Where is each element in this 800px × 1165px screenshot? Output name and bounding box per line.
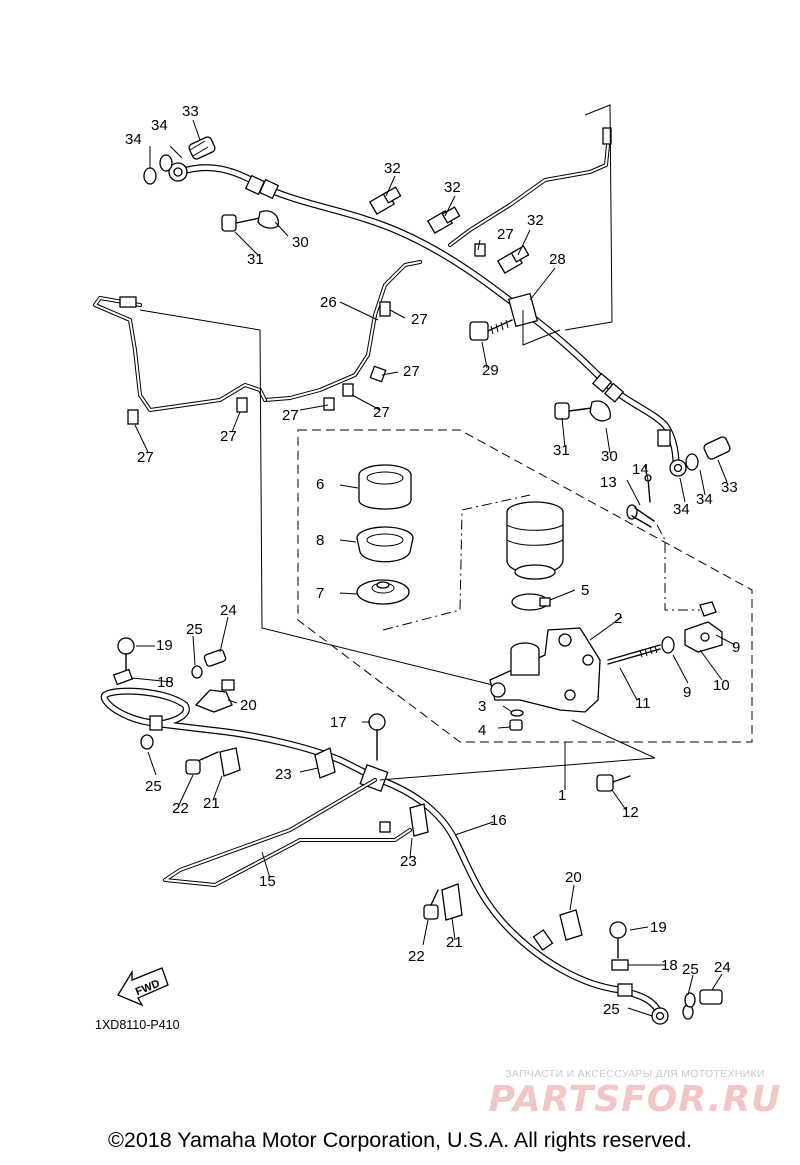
leader-lines	[131, 119, 736, 1017]
push-rod	[607, 601, 723, 665]
bolt-12	[596, 774, 631, 792]
callout-34a: 34	[125, 131, 142, 148]
bleeder-screw	[509, 709, 524, 731]
callout-34c: 34	[673, 501, 690, 518]
callout-11: 11	[635, 695, 651, 712]
callout-3: 3	[478, 698, 486, 715]
lower-brake-hose-right	[371, 774, 694, 1025]
callout-13: 13	[600, 474, 617, 491]
copyright-footer: ©2018 Yamaha Motor Corporation, U.S.A. A…	[108, 1128, 692, 1152]
callout-25d: 25	[603, 1001, 620, 1018]
assembly-outline	[297, 429, 753, 743]
banjo-bolt-lower-right	[554, 400, 731, 471]
hose-clamp	[511, 593, 551, 611]
upper-brake-line	[168, 162, 687, 477]
callout-33b: 33	[721, 479, 738, 496]
callout-22a: 22	[172, 800, 189, 817]
fwd-arrow-icon	[117, 967, 169, 1007]
callout-2: 2	[614, 610, 622, 627]
diaphragm-plate	[356, 579, 410, 605]
callout-25b: 25	[145, 778, 162, 795]
callout-16: 16	[490, 812, 507, 829]
drawing-code: 1XD8110-P410	[95, 1018, 180, 1032]
clevis-pin	[626, 474, 655, 528]
callout-12: 12	[622, 804, 639, 821]
callout-17: 17	[330, 714, 347, 731]
lower-fasteners	[112, 637, 723, 1008]
callout-8: 8	[316, 532, 324, 549]
callout-31a: 31	[247, 251, 264, 268]
callout-34d: 34	[696, 491, 713, 508]
callout-19b: 19	[650, 919, 667, 936]
callout-33a: 33	[182, 103, 199, 120]
callout-26: 26	[320, 294, 337, 311]
callout-25c: 25	[682, 961, 699, 978]
callout-14: 14	[632, 461, 649, 478]
callout-6: 6	[316, 476, 324, 493]
callout-7: 7	[316, 585, 324, 602]
exploded-link-lines	[382, 494, 700, 631]
callout-27e: 27	[282, 407, 299, 424]
callout-23b: 23	[400, 853, 417, 870]
callout-1: 1	[558, 787, 566, 804]
callout-32a: 32	[384, 160, 401, 177]
callout-27b: 27	[411, 311, 428, 328]
callout-28: 28	[549, 251, 566, 268]
callout-5: 5	[581, 582, 589, 599]
lower-brake-hose-left	[100, 687, 379, 782]
callout-21a: 21	[203, 795, 220, 812]
reservoir-body	[506, 501, 564, 580]
callout-31b: 31	[553, 442, 570, 459]
watermark: ЗАПЧАСТИ И АКСЕССУАРЫ ДЛЯ МОТОТЕХНИКИ PA…	[470, 1068, 800, 1120]
callout-27f: 27	[220, 428, 237, 445]
callout-29: 29	[482, 362, 499, 379]
callout-24b: 24	[714, 959, 731, 976]
callout-15: 15	[259, 873, 276, 890]
callout-4: 4	[478, 722, 486, 739]
master-cylinder	[489, 627, 601, 713]
clip-group	[127, 186, 530, 425]
callout-34b: 34	[151, 117, 168, 134]
callout-32b: 32	[444, 179, 461, 196]
callout-27c: 27	[403, 363, 420, 380]
callout-18a: 18	[157, 674, 174, 691]
callout-18b: 18	[661, 957, 678, 974]
callout-30b: 30	[601, 448, 618, 465]
callout-9a: 9	[683, 684, 691, 701]
reservoir-cap	[358, 464, 412, 510]
callout-30a: 30	[292, 234, 309, 251]
metal-pipe-left	[93, 296, 506, 689]
callout-10: 10	[713, 677, 730, 694]
callout-19a: 19	[156, 637, 173, 654]
callout-27g: 27	[137, 449, 154, 466]
callout-20b: 20	[565, 869, 582, 886]
reservoir-diaphragm	[356, 526, 414, 563]
callout-25a: 25	[186, 621, 203, 638]
brake-joint	[507, 292, 561, 346]
callout-22b: 22	[408, 948, 425, 965]
banjo-bolt-upper-left	[143, 136, 279, 232]
callout-labels: 1 2 3 4 5 6 7 8 9 9 10 11 12 13 14 15 16…	[95, 103, 740, 1032]
callout-23a: 23	[275, 766, 292, 783]
callout-27a: 27	[497, 226, 514, 243]
callout-20a: 20	[240, 697, 257, 714]
metal-pipe-26	[263, 260, 422, 402]
callout-24a: 24	[220, 602, 237, 619]
watermark-tagline: ЗАПЧАСТИ И АКСЕССУАРЫ ДЛЯ МОТОТЕХНИКИ	[505, 1068, 765, 1080]
watermark-logo: PARTSFOR.RU	[488, 1079, 782, 1120]
callout-32c: 32	[527, 212, 544, 229]
metal-pipe-upper-right	[448, 104, 613, 331]
metal-pipe-15	[163, 719, 656, 887]
callout-27d: 27	[373, 404, 390, 421]
callout-21b: 21	[446, 934, 463, 951]
callout-9b: 9	[732, 639, 740, 656]
bolt-29	[469, 319, 513, 341]
